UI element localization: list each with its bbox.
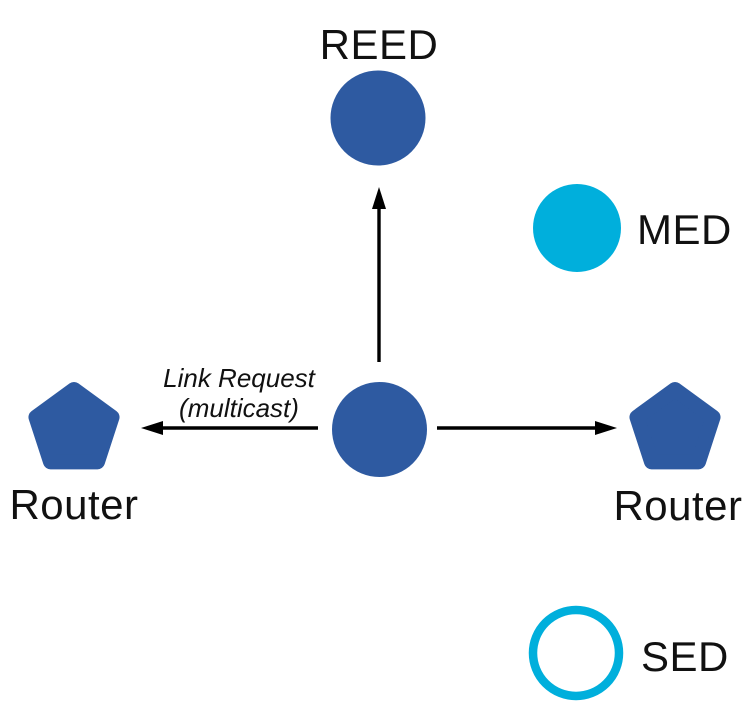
arrow-left-head [141, 421, 163, 435]
arrow-right-head [595, 421, 617, 435]
med-label: MED [637, 206, 732, 253]
link-request-line1: Link Request [163, 363, 315, 393]
reed-node-circle [330, 70, 426, 166]
arrow-up [372, 187, 386, 362]
arrow-right [437, 421, 617, 435]
arrow-left [141, 421, 318, 435]
router-left-pentagon [28, 382, 120, 470]
router-left-label: Router [9, 481, 139, 528]
router-right-pentagon [629, 382, 721, 470]
reed-label: REED [319, 21, 439, 68]
arrow-up-head [372, 187, 386, 209]
link-request-line2: (multicast) [179, 393, 299, 424]
sed-node-ring [528, 605, 624, 701]
med-node-circle [533, 184, 621, 272]
sed-label: SED [641, 633, 729, 680]
sender-node-circle [332, 382, 427, 477]
link-request-annotation: Link Request (multicast) [163, 363, 315, 424]
router-right-label: Router [613, 482, 743, 529]
